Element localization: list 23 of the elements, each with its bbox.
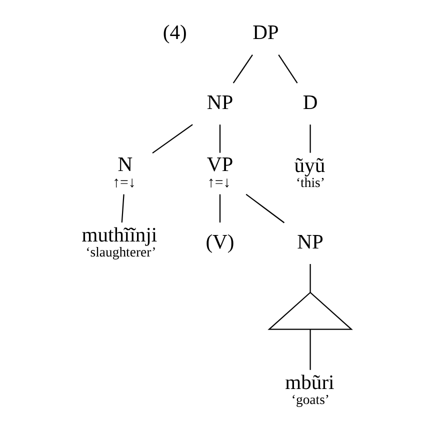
label: (4) [162,22,186,44]
node-label: ‘goats’ [290,392,329,407]
connector [232,54,252,83]
connector [309,264,310,292]
node-text: N ↑=↓ [112,154,136,191]
connector [309,124,310,152]
connector [309,328,310,370]
connector [278,54,298,83]
node-text: mbũri [284,371,334,394]
node-text: D [302,91,318,114]
node-text: ũyũ [294,154,325,176]
connector [245,193,284,223]
connector [152,124,192,153]
node-text: NP [206,91,233,114]
node-text: VP ↑=↓ [206,154,233,191]
connector [120,194,124,222]
node-text: NP [296,230,323,253]
connector [218,194,220,222]
node-triangle [267,291,352,330]
node-text: DP [252,22,278,44]
node-text: (V) [205,230,234,253]
connector [218,124,220,152]
node-text: muthĩĩnji [81,224,157,246]
